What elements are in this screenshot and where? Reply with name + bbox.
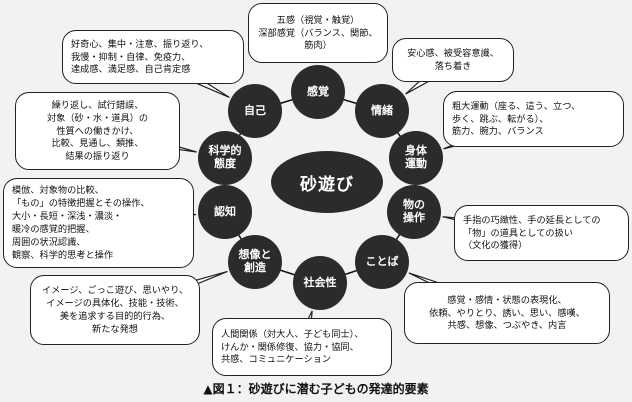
callout-line: 新たな発想: [92, 323, 138, 335]
callout-shakai: 人間関係（対大人、子ども同士）、けんか・関係修復、協力・協同、共感、コミュニケー…: [212, 318, 392, 376]
callout-line: 我慢・抑制・自律、免疫力、: [71, 51, 191, 63]
callout-kankaku: 五感（視覚・触覚）深部感覚（バランス、関節、筋肉）: [248, 3, 388, 63]
callout-shintai: 粗大運動（座る、這う、立つ、歩く、跳ぶ、転がる）、筋力、腕力、バランス: [443, 91, 624, 147]
callout-line: 安心感、被受容意識、: [407, 48, 499, 60]
node-circle-jiko: [228, 84, 282, 138]
callout-line: 達成感、満足感、自己肯定感: [71, 64, 191, 76]
callout-line: 対象（砂・水・道具）の: [46, 112, 149, 124]
callout-line: （文化の獲得）: [463, 240, 528, 252]
callout-line: 周囲の状況認識、: [12, 236, 86, 248]
callout-line: 好奇心、集中・注意、振り返り、: [71, 38, 209, 50]
callout-line: 大小・長短・深浅・濃淡・: [12, 211, 123, 223]
callout-line: 観察、科学的思考と操作: [12, 249, 114, 261]
callout-sozo: イメージ、ごっこ遊び、思いやり、イメージの具体化、技能・技術、美を追求する目的的…: [30, 275, 200, 345]
node-circle-shintai: [389, 131, 443, 185]
figure-caption: ▲図１：砂遊びに潜む子どもの発達的要素: [203, 382, 429, 396]
node-circle-kagaku: [198, 131, 252, 185]
callout-line: 手指の巧緻性、手の延長としての: [463, 214, 601, 226]
callout-line: 「もの」の特徴把握とその操作、: [12, 198, 150, 210]
node-circle-sozo: [228, 235, 282, 289]
callout-line: 繰り返し、試行錯誤、: [51, 99, 144, 111]
callout-line: 筋力、腕力、バランス: [452, 126, 544, 138]
callout-kagaku: 繰り返し、試行錯誤、対象（砂・水・道具）の性質への働きかけ、比較、見通し、類推、…: [15, 92, 180, 170]
center-ellipse: [271, 151, 383, 213]
callout-line: 暖冷の感覚的把握、: [12, 223, 95, 235]
callout-line: 歩く、跳ぶ、転がる）、: [452, 113, 549, 125]
callout-line: 感覚・感情・状態の表現化、: [447, 294, 567, 306]
callout-line: 人間関係（対大人、子ども同士）、: [221, 328, 364, 340]
callout-line: 粗大運動（座る、這う、立つ、: [452, 100, 581, 112]
callout-ninchi: 模倣、対象物の比較、「もの」の特徴把握とその操作、大小・長短・深浅・濃淡・暖冷の…: [3, 178, 194, 268]
callout-line: 五感（視覚・触覚）: [276, 14, 360, 26]
callout-line: 筋肉）: [304, 40, 332, 52]
node-circle-jocho: [355, 84, 409, 138]
node-circles: [198, 65, 443, 310]
callout-line: 比較、見通し、類推、: [51, 138, 144, 150]
center-label: 砂遊び: [300, 175, 354, 195]
callout-mono: 手指の巧緻性、手の延長としての「物」の道具としての扱い（文化の獲得）: [454, 205, 629, 261]
callout-jiko: 好奇心、集中・注意、振り返り、我慢・抑制・自律、免疫力、達成感、満足感、自己肯定…: [62, 30, 244, 84]
callout-line: 共感、コミュニケーション: [221, 354, 332, 366]
callout-line: イメージ、ごっこ遊び、思いやり、: [41, 285, 189, 297]
callout-line: 美を追求する目的的行為、: [59, 310, 171, 322]
callout-line: 共感、想像、つぶやき、内言: [447, 320, 567, 332]
node-circle-ninchi: [198, 185, 252, 239]
callout-line: 落ち着き: [434, 60, 472, 72]
callout-kotoba: 感覚・感情・状態の表現化、依頼、やりとり、誘い、思い、感嘆、共感、想像、つぶやき…: [404, 282, 610, 344]
callout-line: 性質への働きかけ、: [56, 125, 139, 137]
callout-line: 深部感覚（バランス、関節、: [258, 27, 378, 39]
node-circle-mono: [387, 185, 441, 239]
node-circle-kotoba: [355, 235, 409, 289]
node-circle-kankaku: [291, 65, 345, 119]
callout-jocho: 安心感、被受容意識、落ち着き: [392, 38, 514, 82]
callout-line: 模倣、対象物の比較、: [12, 185, 104, 197]
callout-line: けんか・関係修復、協力・協同、: [221, 341, 359, 353]
callout-line: 依頼、やりとり、誘い、思い、感嘆、: [429, 307, 585, 319]
node-circle-shakai: [293, 256, 347, 310]
callout-line: 「物」の道具としての扱い: [463, 227, 573, 239]
callout-line: イメージの具体化、技能・技術、: [46, 298, 184, 310]
callout-line: 結果の振り返り: [65, 151, 130, 163]
